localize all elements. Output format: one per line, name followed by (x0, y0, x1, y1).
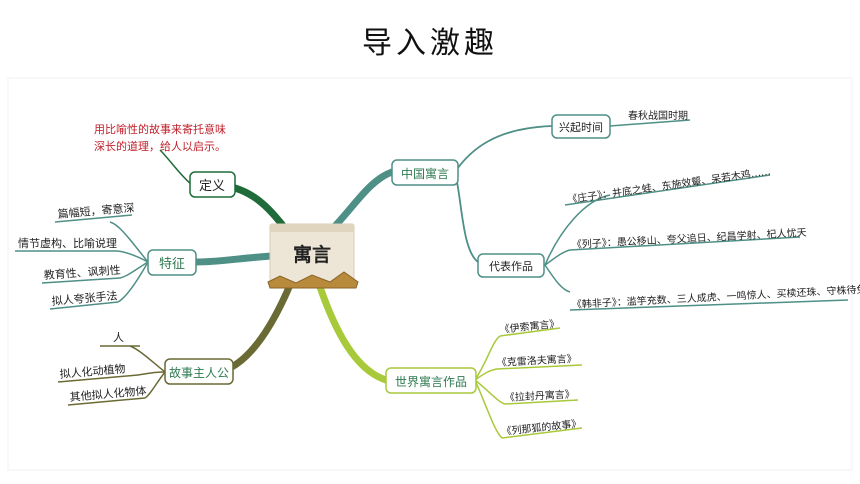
page-title: 导入激趣 (362, 26, 498, 61)
world-label: 世界寓言作品 (395, 374, 467, 389)
branch-world (316, 283, 390, 384)
definition-text-line2: 深长的道理，给人以启示。 (94, 139, 226, 153)
branch-protagonist (226, 281, 294, 372)
world-item-3: 《拉封丹寓言》 (504, 387, 575, 404)
chinese-label: 中国寓言 (401, 166, 449, 181)
works-underline-2 (569, 236, 801, 251)
protagonist-node: 故事主人公 (164, 358, 234, 385)
features-underline-3 (41, 277, 121, 284)
feature-item-1: 篇幅短，寄意深 (57, 200, 135, 221)
features-underline-4 (49, 301, 119, 310)
definition-text-line1: 用比喻性的故事来寄托意味 (94, 122, 226, 136)
world-underline-1 (499, 327, 561, 337)
works-link-1 (544, 194, 611, 266)
protagonist-label: 故事主人公 (169, 365, 229, 380)
works-link-3 (544, 264, 571, 293)
protagonist-link-2 (137, 371, 166, 376)
origin-value: 春秋战国时期 (628, 109, 688, 122)
feature-item-4: 拟人夸张手法 (51, 288, 118, 308)
origin-node: 兴起时间 (551, 114, 611, 139)
protagonist-item-2: 拟人化动植物 (59, 361, 126, 381)
works-underline-1 (564, 174, 771, 206)
features-node: 特征 (147, 249, 197, 276)
works-node: 代表作品 (477, 253, 545, 278)
feature-item-3: 教育性、讽刺性 (43, 263, 121, 282)
works-link-2 (544, 249, 571, 266)
protagonist-link-1 (129, 345, 166, 373)
world-underline-2 (496, 364, 583, 370)
protagonist-item-3: 其他拟人化物体 (69, 383, 147, 404)
features-link-2 (117, 250, 149, 263)
center-node: 寓言 (267, 223, 359, 289)
origin-value-underline (609, 119, 691, 127)
features-underline-1 (54, 214, 133, 223)
definition-label: 定义 (199, 179, 225, 194)
protagonist-underline-3 (67, 397, 146, 406)
features-link-1 (109, 221, 149, 263)
works-underline-3 (569, 299, 849, 311)
protagonist-item-1: 人 (113, 331, 124, 344)
chinese-link-origin (454, 125, 553, 173)
world-link-1 (474, 335, 501, 381)
branch-chinese (331, 168, 396, 230)
branch-features (192, 252, 276, 266)
protagonist-link-3 (144, 371, 166, 399)
map-panel (7, 77, 853, 471)
definition-link (159, 149, 193, 186)
world-node: 世界寓言作品 (385, 367, 477, 394)
features-label: 特征 (159, 257, 185, 272)
chinese-node: 中国寓言 (391, 159, 459, 186)
world-link-4 (474, 379, 503, 439)
world-link-3 (474, 379, 506, 405)
feature-item-2: 情节虚构、比喻说理 (18, 236, 117, 250)
world-underline-3 (504, 399, 579, 405)
definition-node: 定义 (189, 171, 236, 198)
scroll-edge-decoration (267, 271, 359, 289)
world-item-2: 《克雷洛夫寓言》 (496, 352, 577, 369)
works-label: 代表作品 (489, 259, 533, 273)
origin-label: 兴起时间 (559, 121, 603, 134)
features-link-4 (117, 261, 149, 303)
world-link-2 (474, 368, 498, 381)
features-link-3 (119, 261, 149, 279)
protagonist-underline-2 (57, 374, 139, 383)
world-underline-4 (501, 427, 583, 439)
center-label: 寓言 (293, 243, 331, 266)
